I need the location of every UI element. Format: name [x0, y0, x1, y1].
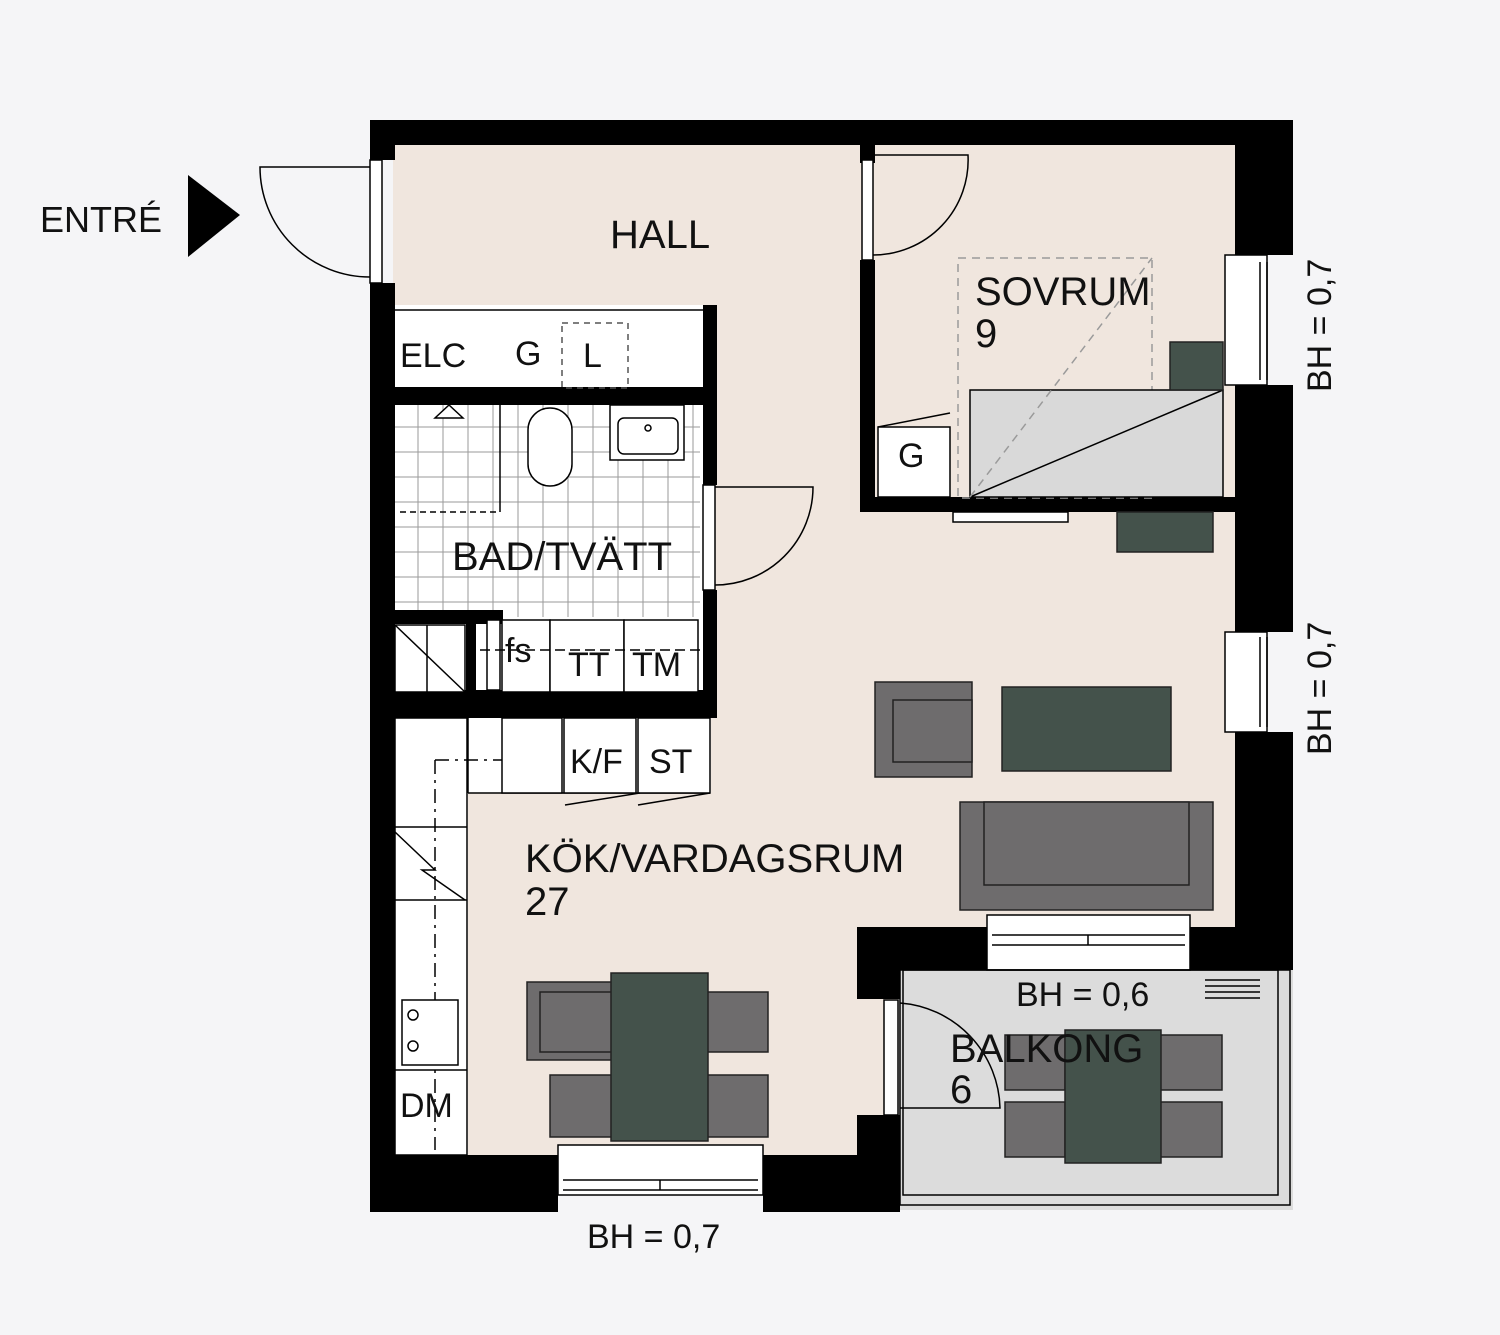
doors — [259, 154, 1001, 1116]
room-label-kok: KÖK/VARDAGSRUM — [525, 837, 904, 881]
fixture-label-tm: TM — [632, 646, 681, 684]
fixture-label-g-sovrum: G — [898, 437, 924, 475]
fixture-label-l: L — [583, 337, 602, 375]
fixture-label-kf: K/F — [570, 743, 623, 781]
fixture-label-elc: ELC — [400, 337, 466, 375]
room-area-balkong: 6 — [950, 1068, 972, 1112]
fixture-label-dm: DM — [400, 1087, 453, 1125]
window-height-balcony-door: BH = 0,6 — [1016, 976, 1149, 1014]
room-label-hall: HALL — [610, 213, 710, 257]
windows — [557, 254, 1268, 1196]
fixture-label-fs: fs — [505, 632, 531, 670]
room-label-balkong: BALKONG — [950, 1027, 1143, 1071]
window-height-kitchen-south: BH = 0,7 — [587, 1218, 720, 1256]
fixture-label-tt: TT — [568, 646, 610, 684]
room-area-kok: 27 — [525, 880, 570, 924]
window-height-living-east: BH = 0,7 — [1301, 622, 1339, 755]
furniture — [526, 341, 1224, 1164]
walls — [370, 120, 1293, 1212]
entrance-label: ENTRÉ — [40, 199, 162, 240]
room-label-sovrum: SOVRUM — [975, 270, 1151, 314]
entrance-arrow-icon — [188, 175, 240, 257]
fixture-label-g-hall: G — [515, 335, 541, 373]
window-height-sovrum: BH = 0,7 — [1301, 259, 1339, 392]
room-label-bad: BAD/TVÄTT — [452, 535, 672, 579]
fixture-label-st: ST — [649, 743, 692, 781]
room-area-sovrum: 9 — [975, 312, 997, 356]
fixtures-outlines — [393, 257, 1291, 1206]
